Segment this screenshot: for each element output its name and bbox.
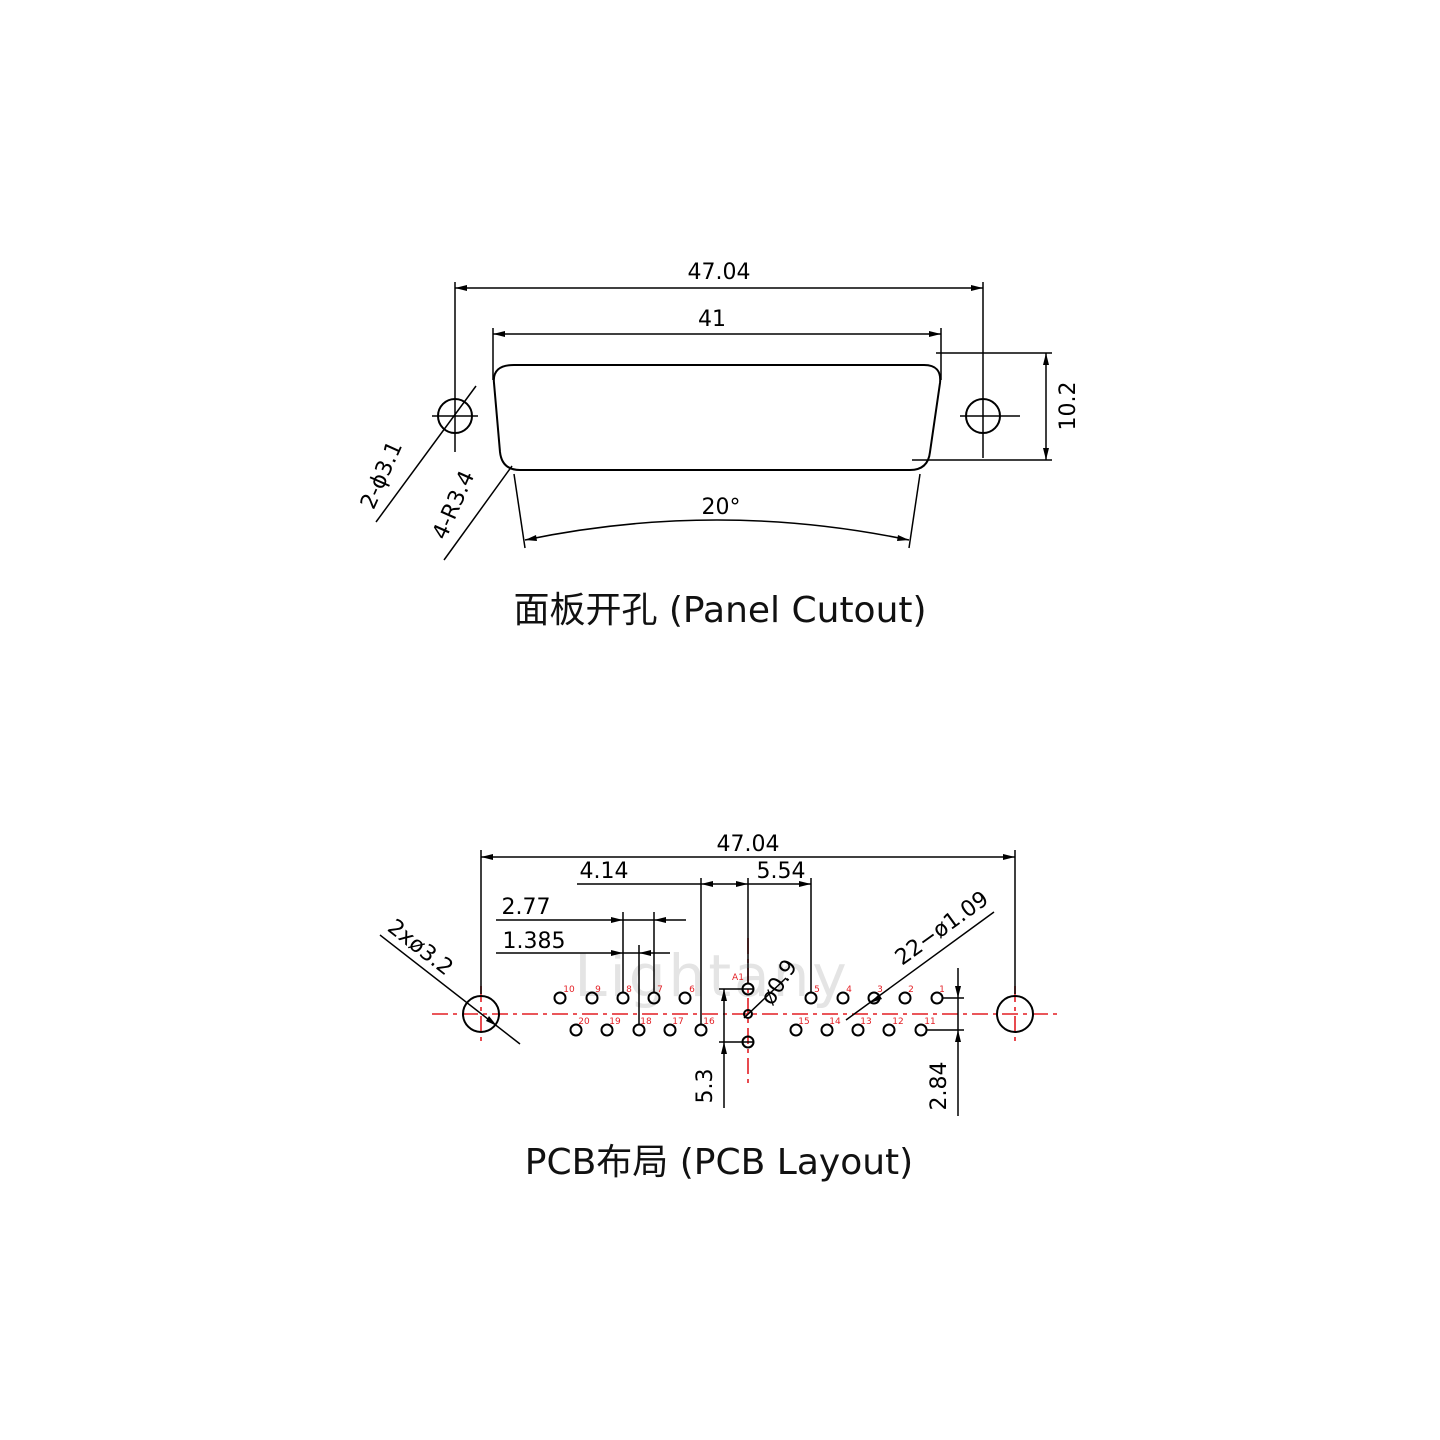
pin-hole <box>585 991 599 1005</box>
dim-offset-right: 5.54 <box>757 859 806 884</box>
pin-label: 12 <box>892 1017 903 1027</box>
dim-pcb-mount-holes: 2xø3.2 <box>383 915 458 981</box>
dim-offset-left: 4.14 <box>580 859 629 884</box>
dim-pin-holes: 22−ø1.09 <box>891 887 994 971</box>
pin-label: 16 <box>703 1017 715 1027</box>
pin-hole <box>820 1023 834 1037</box>
pin-hole <box>851 1023 865 1037</box>
coax-label: A1 <box>732 973 744 983</box>
bottom-pin-row: 20 19 18 17 16 15 14 13 12 11 <box>569 1017 936 1037</box>
angle-ext-left <box>513 473 526 549</box>
panel-cutout-title: 面板开孔 (Panel Cutout) <box>513 590 926 631</box>
dim-overall-width: 47.04 <box>688 260 751 285</box>
pin-label: 11 <box>924 1017 935 1027</box>
pin-label: 1 <box>939 985 945 995</box>
pin-hole <box>600 1023 614 1037</box>
pin-hole <box>616 991 630 1005</box>
dim-mount-holes: 2-ϕ3.1 <box>356 438 408 513</box>
dim-shell-width: 41 <box>698 307 726 332</box>
pcb-right-mount-hole <box>996 995 1034 1033</box>
pin-hole <box>694 1023 708 1037</box>
leader-mount-holes <box>375 385 477 523</box>
pcb-layout-view: Lightany A1 10 9 8 7 6 <box>379 832 1062 1183</box>
pin-label: 6 <box>689 985 695 995</box>
pin-hole <box>930 991 944 1005</box>
dim-pitch-half: 1.385 <box>503 929 566 954</box>
leader-pcb-mount-holes <box>379 934 521 1045</box>
pin-hole <box>914 1023 928 1037</box>
leader-coax-hole <box>743 977 787 1019</box>
panel-cutout-view: 47.04 41 10.2 2-ϕ3.1 4-R3.4 20° 面板开孔 (Pa… <box>356 260 1081 631</box>
pcb-dim-overall-width: 47.04 <box>717 832 780 857</box>
pin-label: 8 <box>626 985 632 995</box>
pin-label: 3 <box>877 985 883 995</box>
pin-hole <box>569 1023 583 1037</box>
pin-label: 19 <box>609 1017 621 1027</box>
dsub-shell-outline <box>492 364 942 471</box>
leader-corner-radius <box>443 465 513 561</box>
dim-corner-radius: 4-R3.4 <box>428 467 480 543</box>
pin-hole <box>678 991 692 1005</box>
pin-hole <box>789 1023 803 1037</box>
coax-center-hole <box>743 1009 753 1019</box>
pin-label: 2 <box>908 985 914 995</box>
pin-label: 4 <box>846 985 852 995</box>
dim-height: 10.2 <box>1056 382 1081 431</box>
pin-label: 15 <box>798 1017 809 1027</box>
pin-hole <box>663 1023 677 1037</box>
dim-row-spacing: 2.84 <box>927 1062 952 1111</box>
pin-label: 10 <box>563 985 575 995</box>
pin-label: 13 <box>860 1017 871 1027</box>
leader-pin-holes <box>845 911 995 1021</box>
pin-label: 9 <box>595 985 601 995</box>
dim-angle: 20° <box>702 495 741 520</box>
pin-label: 17 <box>672 1017 683 1027</box>
top-pin-row: 10 9 8 7 6 5 4 3 2 1 <box>553 985 945 1005</box>
pin-label: 14 <box>829 1017 841 1027</box>
pin-label: 7 <box>657 985 663 995</box>
dim-pitch-double: 2.77 <box>502 895 551 920</box>
pin-hole <box>898 991 912 1005</box>
pin-label: 18 <box>640 1017 652 1027</box>
pin-hole <box>632 1023 646 1037</box>
pin-hole <box>836 991 850 1005</box>
angle-arc <box>524 519 910 541</box>
pin-hole <box>882 1023 896 1037</box>
pcb-left-mount-hole <box>462 995 500 1033</box>
pin-hole <box>553 991 567 1005</box>
angle-ext-right <box>908 473 921 549</box>
pin-hole <box>804 991 818 1005</box>
pcb-layout-title: PCB布局 (PCB Layout) <box>525 1142 913 1183</box>
pin-hole <box>647 991 661 1005</box>
pin-label: 20 <box>578 1017 590 1027</box>
pin-label: 5 <box>814 985 820 995</box>
dim-coax-row: 5.3 <box>693 1069 718 1104</box>
